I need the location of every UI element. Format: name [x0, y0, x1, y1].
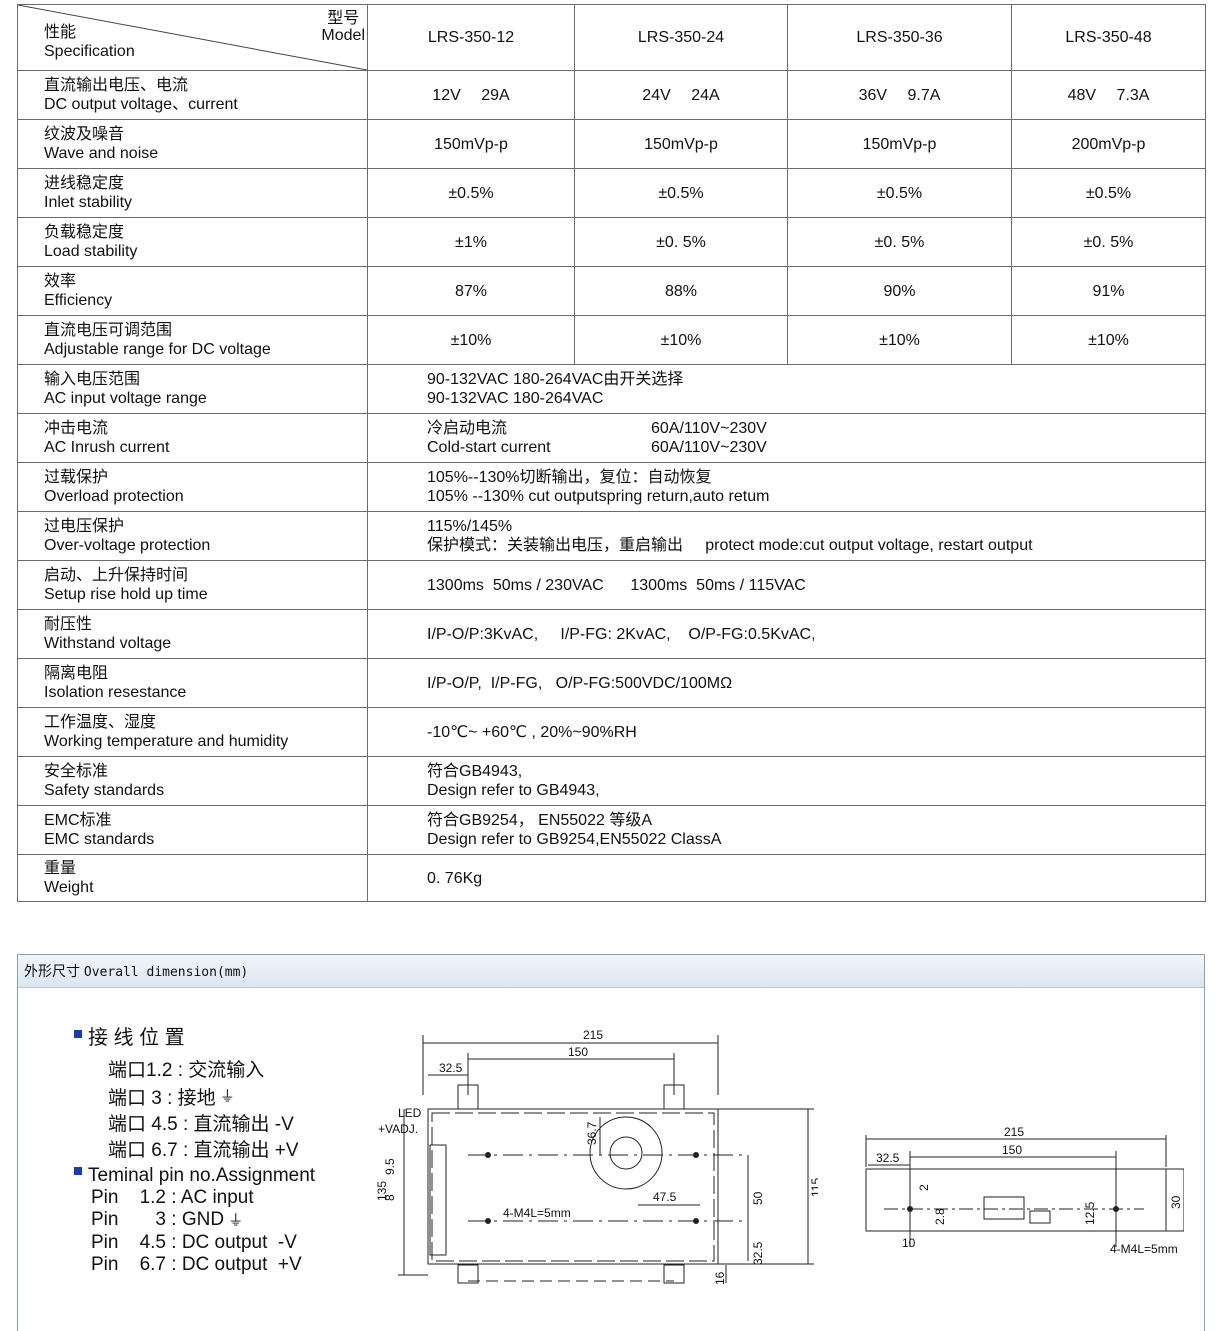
dim-8: 8: [383, 1194, 397, 1201]
front-view-drawing: 215 150 32.5 LED +VADJ. 36.7 9.5 8 135 4…: [375, 1028, 818, 1285]
cell-value: ±0.5%: [1011, 168, 1206, 218]
side-dim-150: 150: [1002, 1143, 1022, 1157]
dim-9-5: 9.5: [383, 1158, 397, 1175]
model-label: 型号 Model: [321, 10, 365, 44]
specification-label: 性能 Specification: [44, 24, 135, 60]
dimension-section-header: 外形尺寸 Overall dimension(mm): [18, 955, 1204, 988]
ground-icon: ⏚: [215, 1088, 235, 1105]
cell-value: I/P-O/P:3KvAC, I/P-FG: 2KvAC, O/P-FG:0.5…: [367, 609, 1206, 659]
ground-icon: ⏚: [224, 1212, 244, 1229]
side-dim-215: 215: [1004, 1127, 1024, 1139]
cell-value: 150mVp-p: [787, 119, 1012, 169]
cell-value: -10℃~ +60℃ , 20%~90%RH: [367, 707, 1206, 757]
cell-value: 150mVp-p: [574, 119, 788, 169]
side-dim-2-8: 2.8: [933, 1208, 947, 1225]
led-label: LED: [398, 1106, 422, 1120]
cell-value: 150mVp-p: [367, 119, 575, 169]
model-col-3: LRS-350-36: [787, 4, 1012, 71]
cell-value: ±10%: [1011, 315, 1206, 365]
cell-value: 1300ms 50ms / 230VAC 1300ms 50ms / 115VA…: [367, 560, 1206, 610]
side-dim-30: 30: [1169, 1195, 1183, 1209]
dim-135: 135: [375, 1181, 389, 1201]
dim-47-5: 47.5: [653, 1190, 677, 1204]
cell-value: ±1%: [367, 217, 575, 267]
side-view-drawing: 215 150 32.5 2 2.8 10 12.5 30 4-M4L=5mm: [865, 1127, 1184, 1256]
bullet-icon: [74, 1167, 82, 1175]
vadj-label: +VADJ.: [378, 1122, 418, 1136]
cell-value: ±0. 5%: [1011, 217, 1206, 267]
cell-value: ±0.5%: [787, 168, 1012, 218]
cell-value: 200mVp-p: [1011, 119, 1206, 169]
dim-50: 50: [751, 1191, 765, 1205]
cell-value: 48V 7.3A: [1011, 70, 1206, 120]
cell-value: 88%: [574, 266, 788, 316]
cell-value: ±0. 5%: [574, 217, 788, 267]
cell-value: ±10%: [574, 315, 788, 365]
dim-36-7: 36.7: [585, 1121, 599, 1145]
cell-value: I/P-O/P, I/P-FG, O/P-FG:500VDC/100MΩ: [367, 658, 1206, 708]
dim-115: 115: [809, 1178, 818, 1197]
header-corner-cell: 型号 Model 性能 Specification: [17, 4, 368, 71]
front-screw-label: 4-M4L=5mm: [503, 1206, 571, 1220]
side-dim-32-5: 32.5: [876, 1151, 900, 1165]
cell-value: 符合GB4943,Design refer to GB4943,: [367, 756, 1206, 806]
dim-32-5-right: 32.5: [751, 1241, 765, 1265]
model-col-2: LRS-350-24: [574, 4, 788, 71]
cell-value: 0. 76Kg: [367, 854, 1206, 902]
cell-value: ±0.5%: [574, 168, 788, 218]
cell-value: 90%: [787, 266, 1012, 316]
cell-value: ±10%: [787, 315, 1012, 365]
spec-table: 型号 Model 性能 Specification LRS-350-12 LRS…: [17, 4, 1206, 902]
dim-16: 16: [713, 1271, 727, 1285]
bullet-icon: [74, 1030, 82, 1038]
cell-value: 24V 24A: [574, 70, 788, 120]
model-col-1: LRS-350-12: [367, 4, 575, 71]
assignment-list: Teminal pin no.Assignment Pin 1.2 : AC i…: [74, 1165, 315, 1276]
cell-value: 115%/145%保护模式：关装输出电压，重启输出 protect mode:c…: [367, 511, 1206, 561]
header-diagonal: [18, 5, 368, 71]
side-screw-label: 4-M4L=5mm: [1110, 1242, 1178, 1256]
cell-value: ±0.5%: [367, 168, 575, 218]
cell-value: 91%: [1011, 266, 1206, 316]
side-dim-2: 2: [917, 1184, 931, 1191]
cell-value: ±10%: [367, 315, 575, 365]
wiring-list: 接 线 位 置 端口1.2 : 交流输入 端口 3 : 接地 ⏚ 端口 4.5 …: [74, 1025, 299, 1164]
dim-150: 150: [568, 1045, 588, 1059]
dim-32-5: 32.5: [439, 1061, 463, 1075]
side-dim-10: 10: [902, 1236, 916, 1250]
cell-value: 12V 29A: [367, 70, 575, 120]
cell-value: 87%: [367, 266, 575, 316]
side-dim-12-5: 12.5: [1083, 1201, 1097, 1225]
cell-value: 36V 9.7A: [787, 70, 1012, 120]
dim-215: 215: [583, 1028, 603, 1042]
cell-value: ±0. 5%: [787, 217, 1012, 267]
dimension-section: 外形尺寸 Overall dimension(mm) 接 线 位 置 端口1.2…: [17, 954, 1205, 1331]
model-col-4: LRS-350-48: [1011, 4, 1206, 71]
